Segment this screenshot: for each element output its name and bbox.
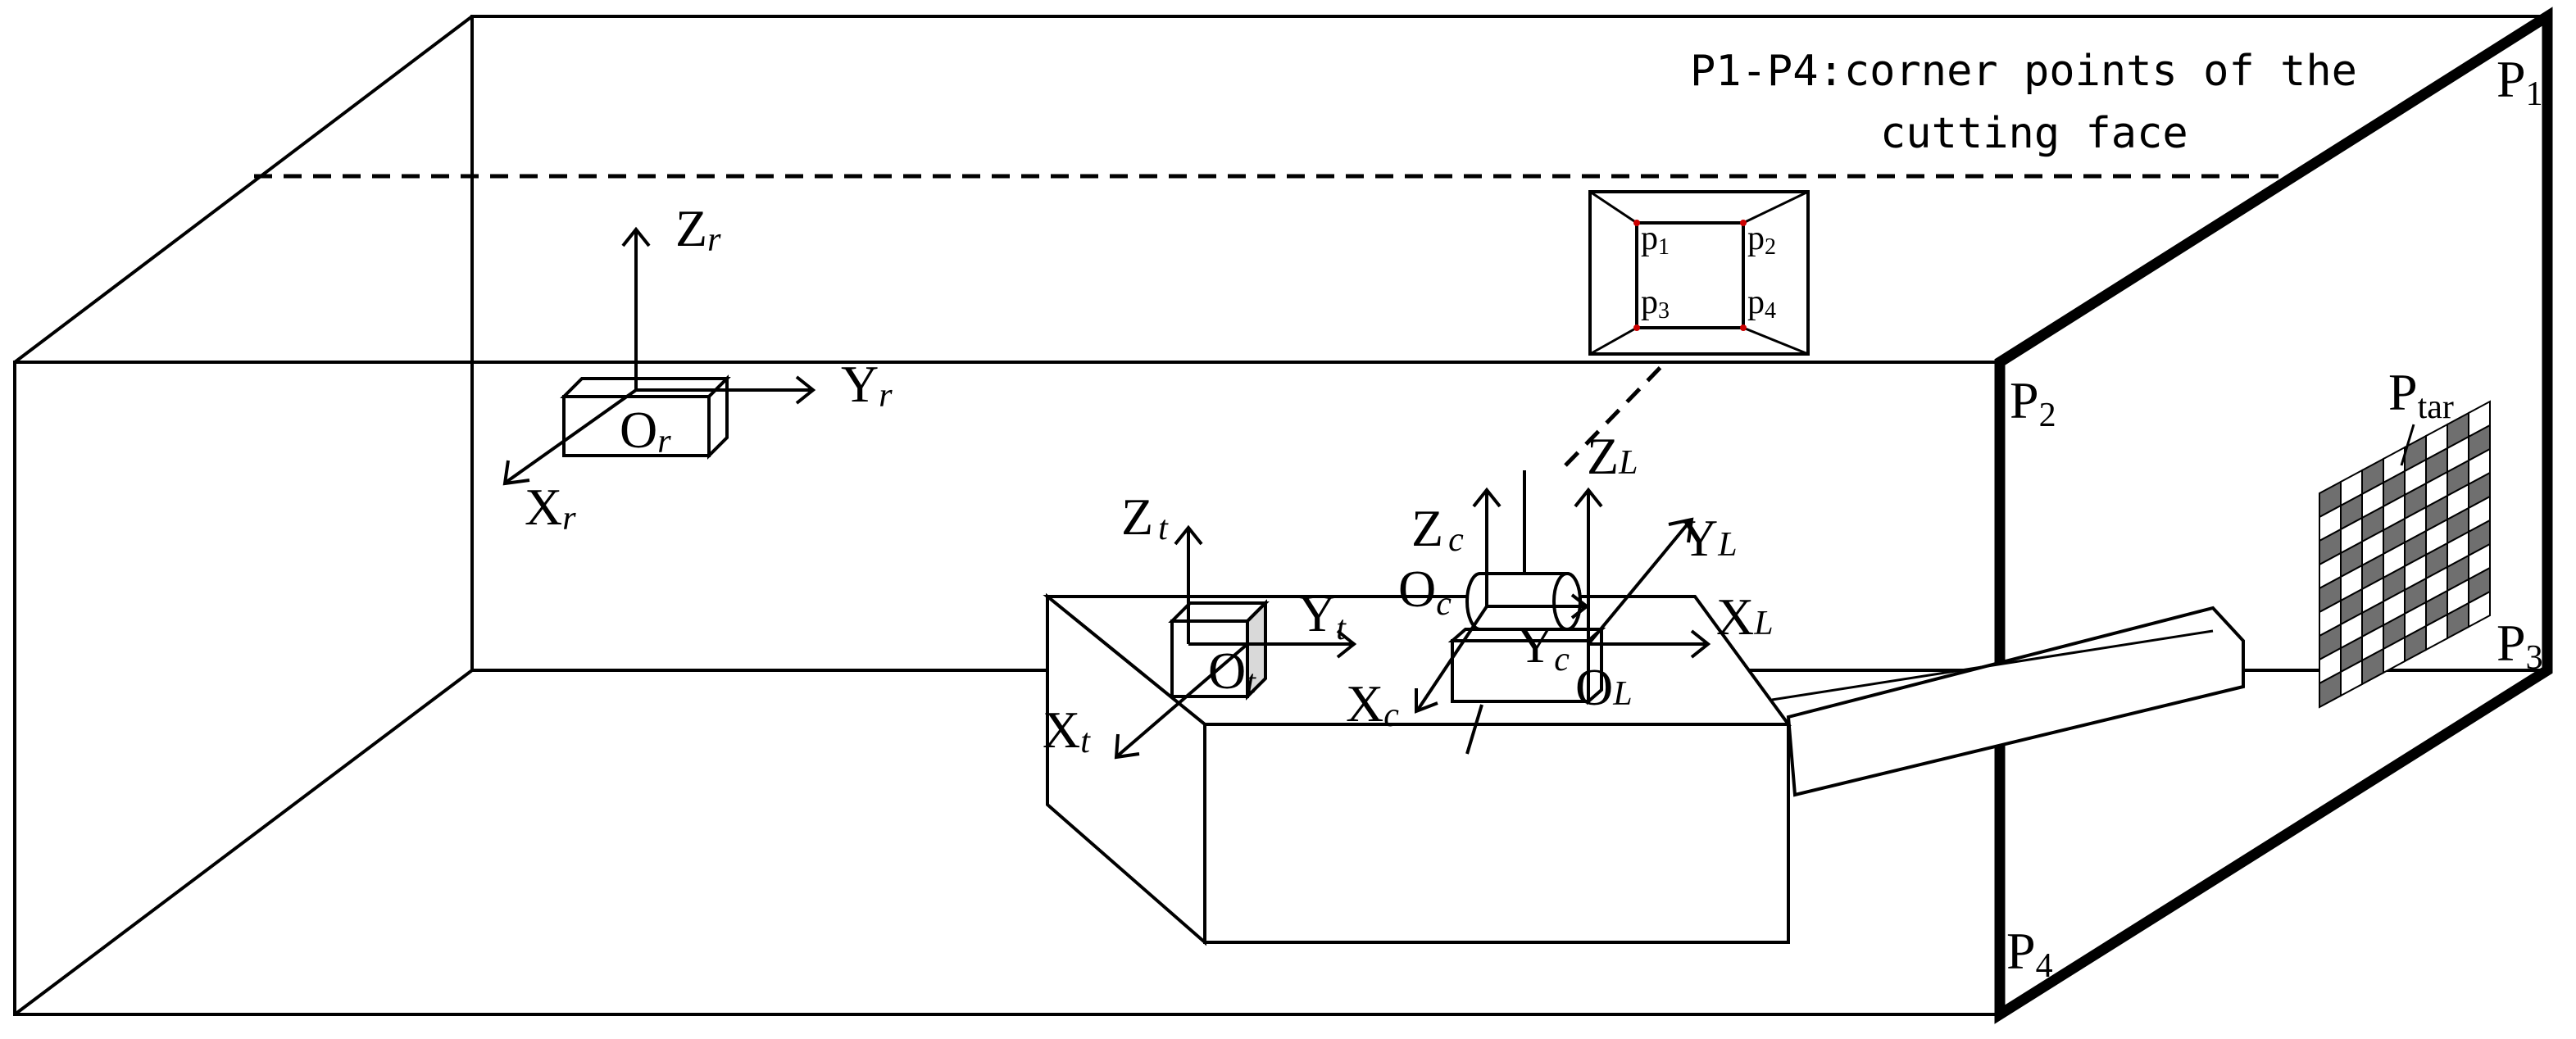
unit-mount-line	[1465, 704, 1483, 755]
camera-x-arrowhead	[1415, 688, 1438, 714]
laser-z-arrowhead	[1574, 487, 1603, 508]
robot-x-label: Xr	[525, 478, 576, 538]
robot-y-arrowhead	[795, 375, 816, 405]
robot-x-axis	[505, 388, 638, 483]
labels: P1-P4:corner points of the cutting face …	[525, 47, 2543, 985]
robot-y-label: Yr	[841, 355, 893, 415]
checker-square	[2468, 590, 2491, 628]
image-label-p2: p2	[1747, 220, 1776, 260]
image-label-p4: p4	[1747, 284, 1776, 324]
robot-frame	[502, 226, 816, 486]
camera-laser-unit	[1415, 470, 1711, 755]
laser-x-arrowhead	[1690, 629, 1711, 659]
ts-x-label: Xt	[1043, 701, 1091, 760]
ts-y-label: Yt	[1298, 584, 1347, 647]
laser-x-label: XL	[1716, 588, 1774, 646]
note-line-1: P1-P4:corner points of the	[1690, 47, 2357, 96]
tunnel-edge-top-left	[13, 15, 474, 364]
image-corner-marker-3	[1633, 324, 1640, 331]
laser-z-label: ZL	[1587, 427, 1638, 485]
corner-label-p2: P2	[2010, 371, 2056, 434]
robot-z-label: Zr	[675, 199, 721, 259]
camera-origin-label: Oc	[1398, 560, 1452, 623]
laser-housing	[1451, 639, 1590, 703]
total-station-frame	[1114, 524, 1357, 760]
robot-box-top	[560, 377, 731, 398]
ts-x-axis	[1116, 642, 1249, 757]
boom-arm	[1786, 606, 2245, 797]
boom-arm-edge	[1771, 629, 2214, 701]
laser-y-axis	[1587, 520, 1692, 646]
ts-box-side	[1246, 599, 1267, 701]
laser-origin-label: OL	[1575, 658, 1633, 716]
camera-x-axis	[1416, 605, 1488, 711]
ts-x-arrowhead	[1114, 733, 1140, 760]
camera-x-label: Xc	[1346, 674, 1399, 734]
image-cutting-face	[1635, 221, 1745, 329]
image-frame	[1588, 190, 1810, 356]
image-corner-marker-2	[1740, 220, 1747, 226]
image-label-p1: p1	[1641, 220, 1670, 260]
image-diag-tl	[1589, 190, 1638, 225]
tunnel-edge-bottom-left	[13, 669, 474, 1016]
target-label-ptar: Ptar	[2388, 363, 2454, 426]
image-diag-bl	[1589, 326, 1638, 356]
image-label-p3: p3	[1641, 284, 1670, 324]
robot-z-arrowhead	[621, 226, 651, 247]
corner-label-p4: P4	[2006, 922, 2053, 985]
ptar-leader-line	[2400, 424, 2415, 466]
corner-label-p3: P3	[2496, 614, 2543, 677]
note-line-2: cutting face	[1880, 109, 2188, 158]
image-inset-leader	[1564, 359, 1669, 467]
checkerboard-target	[2319, 400, 2491, 709]
image-corner-marker-4	[1740, 324, 1747, 331]
corner-label-p1: P1	[2496, 50, 2543, 113]
ts-origin-label: Ot	[1208, 642, 1256, 701]
robot-box-side	[707, 374, 729, 460]
ts-z-arrowhead	[1174, 524, 1203, 546]
image-diag-tr	[1742, 190, 1809, 225]
robot-origin-label: Or	[620, 401, 671, 461]
machine-front-face	[1203, 723, 1790, 944]
image-diag-br	[1742, 326, 1809, 356]
tunnel-front-face	[13, 361, 2000, 1016]
camera-y-label: Yc	[1516, 615, 1570, 678]
laser-y-label: YL	[1680, 509, 1738, 567]
laser-y-arrowhead	[1668, 517, 1694, 543]
camera-z-arrowhead	[1472, 487, 1502, 508]
robot-x-arrowhead	[502, 460, 530, 486]
ts-y-arrowhead	[1336, 629, 1357, 659]
image-corner-marker-1	[1633, 220, 1640, 226]
cutting-face	[1994, 7, 2553, 1024]
camera-lens	[1552, 572, 1582, 631]
camera-image-inset	[1588, 190, 1810, 356]
